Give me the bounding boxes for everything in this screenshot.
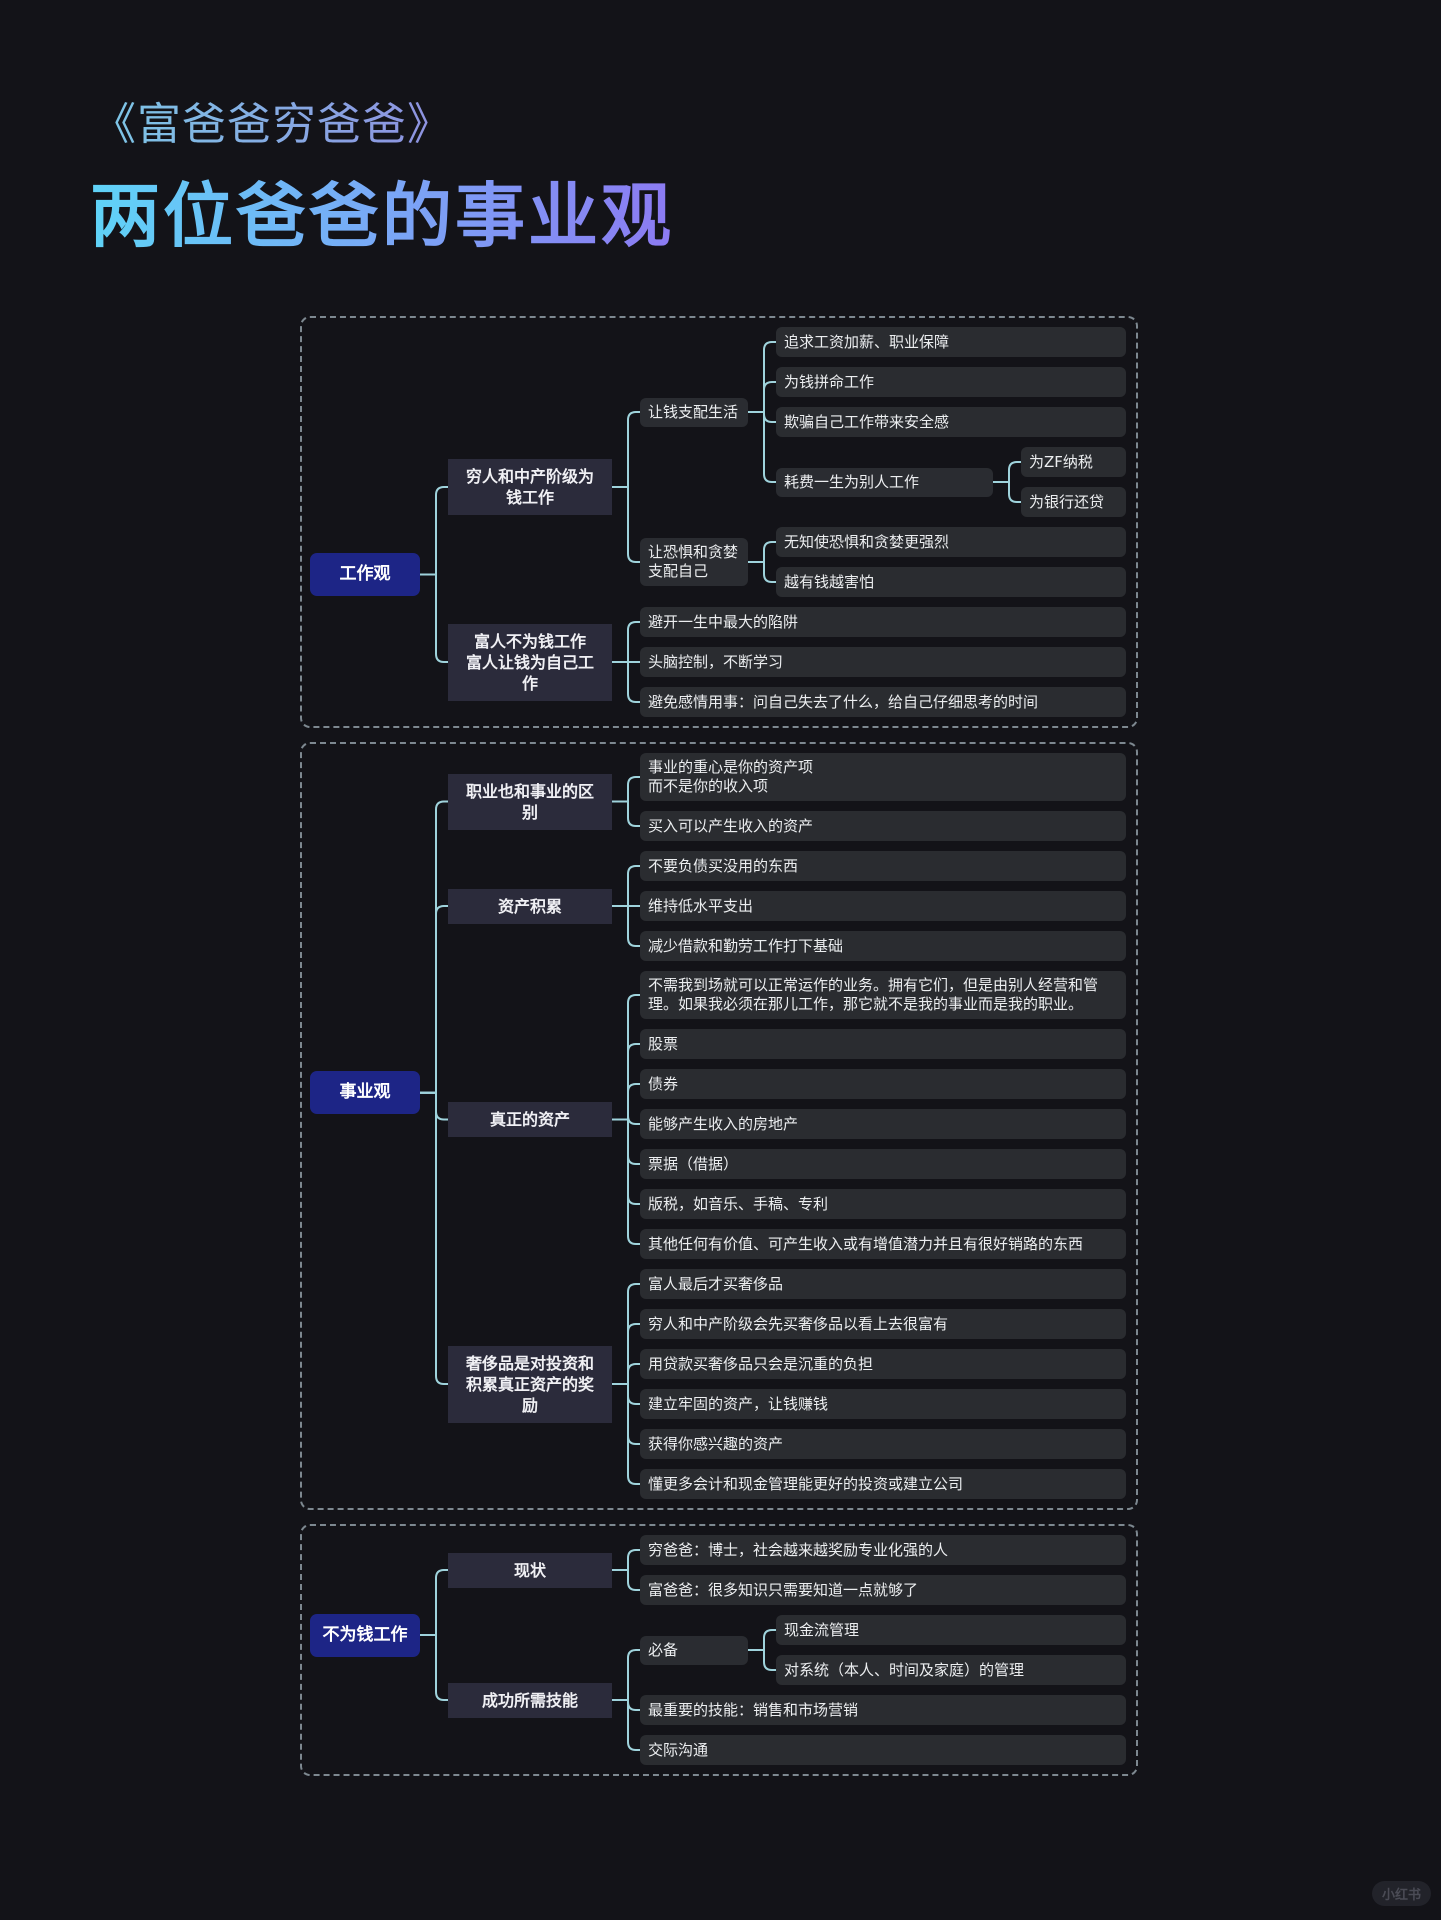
subtopic-node[interactable]: 必备 [640, 1635, 748, 1665]
leaf-node[interactable]: 债券 [640, 1069, 1126, 1099]
leaf-node[interactable]: 股票 [640, 1029, 1126, 1059]
watermark-logo: 小红书 [1371, 1881, 1431, 1906]
leaf-node[interactable]: 不需我到场就可以正常运作的业务。拥有它们，但是由别人经营和管理。如果我必须在那儿… [640, 971, 1126, 1019]
leaf-node[interactable]: 懂更多会计和现金管理能更好的投资或建立公司 [640, 1469, 1126, 1499]
root-node[interactable]: 不为钱工作 [310, 1613, 420, 1657]
leaf-node[interactable]: 其他任何有价值、可产生收入或有增值潜力并且有很好销路的东西 [640, 1229, 1126, 1259]
root-node[interactable]: 事业观 [310, 1071, 420, 1115]
section-frame [300, 1524, 1138, 1776]
book-subtitle: 《富爸爸穷爸爸》 [92, 88, 452, 152]
leaf-node[interactable]: 建立牢固的资产，让钱赚钱 [640, 1389, 1126, 1419]
leaf-node[interactable]: 富人最后才买奢侈品 [640, 1269, 1126, 1299]
leaf-node[interactable]: 减少借款和勤劳工作打下基础 [640, 931, 1126, 961]
topic-node[interactable]: 穷人和中产阶级为钱工作 [448, 459, 612, 515]
leaf-node[interactable]: 避开一生中最大的陷阱 [640, 607, 1126, 637]
leaf-node[interactable]: 避免感情用事：问自己失去了什么，给自己仔细思考的时间 [640, 687, 1126, 717]
leaf-node[interactable]: 事业的重心是你的资产项 而不是你的收入项 [640, 753, 1126, 801]
leaf-node[interactable]: 欺骗自己工作带来安全感 [776, 407, 1126, 437]
topic-node[interactable]: 现状 [448, 1552, 612, 1588]
subtopic-node[interactable]: 让恐惧和贪婪支配自己 [640, 538, 748, 586]
leaf-node[interactable]: 交际沟通 [640, 1735, 1126, 1765]
leaf-node[interactable]: 票据（借据） [640, 1149, 1126, 1179]
subtopic-node[interactable]: 让钱支配生活 [640, 397, 748, 427]
topic-node[interactable]: 真正的资产 [448, 1102, 612, 1137]
topic-node[interactable]: 富人不为钱工作 富人让钱为自己工作 [448, 623, 612, 701]
leaf-node[interactable]: 用贷款买奢侈品只会是沉重的负担 [640, 1349, 1126, 1379]
leaf-node[interactable]: 为银行还贷 [1021, 487, 1126, 517]
leaf-node[interactable]: 穷爸爸：博士，社会越来越奖励专业化强的人 [640, 1535, 1126, 1565]
topic-node[interactable]: 资产积累 [448, 888, 612, 924]
topic-node[interactable]: 成功所需技能 [448, 1682, 612, 1718]
section-frame [300, 316, 1138, 728]
leaf-node[interactable]: 为钱拼命工作 [776, 367, 1126, 397]
leaf-node[interactable]: 不要负债买没用的东西 [640, 851, 1126, 881]
root-node[interactable]: 工作观 [310, 553, 420, 596]
leaf-node[interactable]: 无知使恐惧和贪婪更强烈 [776, 527, 1126, 557]
leaf-node[interactable]: 买入可以产生收入的资产 [640, 811, 1126, 841]
leaf-node[interactable]: 追求工资加薪、职业保障 [776, 327, 1126, 357]
leaf-node[interactable]: 能够产生收入的房地产 [640, 1109, 1126, 1139]
leaf-node[interactable]: 对系统（本人、时间及家庭）的管理 [776, 1655, 1126, 1685]
leaf-node[interactable]: 穷人和中产阶级会先买奢侈品以看上去很富有 [640, 1309, 1126, 1339]
leaf-node[interactable]: 富爸爸：很多知识只需要知道一点就够了 [640, 1575, 1126, 1605]
subtopic-node[interactable]: 耗费一生为别人工作 [776, 467, 993, 497]
leaf-node[interactable]: 维持低水平支出 [640, 891, 1126, 921]
topic-node[interactable]: 职业也和事业的区别 [448, 773, 612, 830]
leaf-node[interactable]: 现金流管理 [776, 1615, 1126, 1645]
leaf-node[interactable]: 越有钱越害怕 [776, 567, 1126, 597]
leaf-node[interactable]: 头脑控制，不断学习 [640, 647, 1126, 677]
leaf-node[interactable]: 为ZF纳税 [1021, 447, 1126, 477]
leaf-node[interactable]: 最重要的技能：销售和市场营销 [640, 1695, 1126, 1725]
topic-node[interactable]: 奢侈品是对投资和积累真正资产的奖励 [448, 1345, 612, 1423]
section-frame [300, 742, 1138, 1510]
leaf-node[interactable]: 获得你感兴趣的资产 [640, 1429, 1126, 1459]
leaf-node[interactable]: 版税，如音乐、手稿、专利 [640, 1189, 1126, 1219]
page-title: 两位爸爸的事业观 [90, 160, 674, 261]
